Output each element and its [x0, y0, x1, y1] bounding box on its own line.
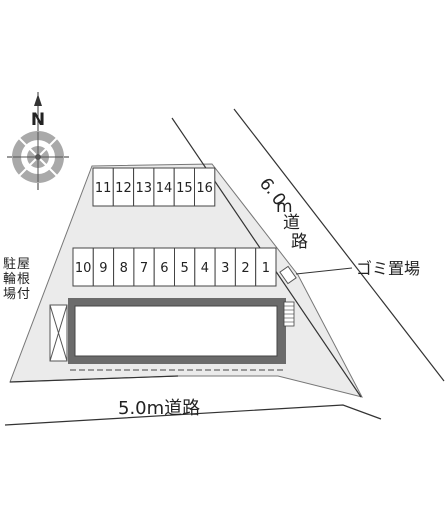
parking-slot: [194, 167, 216, 207]
road-edge-bottom-upper: [9, 375, 179, 383]
road-diagonal-char-6: 路: [291, 232, 308, 252]
parking-slot: [255, 247, 277, 287]
parking-slot-number: 7: [140, 261, 148, 276]
bicycle-parking: [49, 304, 68, 362]
garbage-leader: [295, 267, 353, 275]
parking-slot-number: 10: [75, 261, 92, 276]
parking-slot-number: 14: [156, 181, 173, 196]
compass-north-label: N: [31, 110, 45, 130]
road-diagonal-char-5: 道: [283, 213, 300, 233]
bicycle-label-char-4: 根: [17, 272, 30, 287]
compass-icon: [7, 92, 69, 190]
parking-slot-number: 16: [196, 181, 213, 196]
parking-slot-number: 4: [201, 261, 209, 276]
parking-slot-number: 13: [135, 181, 152, 196]
bicycle-label-char-1: 駐: [3, 257, 16, 272]
road-edge-bottom-lower: [4, 404, 382, 426]
parking-slot-number: 6: [160, 261, 168, 276]
parking-slot-number: 8: [120, 261, 128, 276]
bicycle-label-char-3: 輪: [3, 271, 16, 287]
stair-steps: [284, 305, 294, 323]
parking-slot-number: 15: [176, 181, 193, 196]
parking-slot-number: 3: [221, 261, 229, 276]
parking-slot-number: 9: [99, 261, 107, 276]
parking-slot-number: 5: [181, 261, 189, 276]
bicycle-label-char-2: 屋: [17, 257, 30, 272]
parking-slot-number: 12: [115, 181, 132, 196]
bicycle-label-char-6: 付: [17, 287, 30, 302]
road-edge-right: [233, 108, 445, 382]
road-diagonal-char-4: m: [276, 197, 293, 217]
garbage-box: [279, 265, 297, 285]
road-bottom-label: 5.0m道路: [118, 398, 200, 419]
parking-slot-number: 1: [262, 261, 270, 276]
parking-slot-number: 11: [95, 181, 112, 196]
garbage-label: ゴミ置場: [356, 259, 420, 278]
building-inner: [74, 305, 278, 357]
parking-slot-number: 2: [241, 261, 249, 276]
bicycle-label-char-5: 場: [3, 287, 16, 302]
